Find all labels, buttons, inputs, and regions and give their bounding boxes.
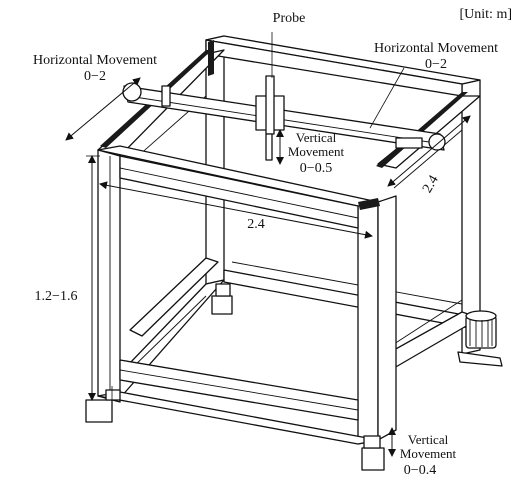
feet xyxy=(85,283,385,471)
front-left-post xyxy=(97,149,121,403)
width-dimension: 2.4 xyxy=(247,217,265,232)
motor xyxy=(457,310,503,367)
dimensions xyxy=(65,67,471,457)
leg-vertical-line2: Movement xyxy=(400,446,457,461)
foot-front-left xyxy=(85,399,113,423)
probe-carriage xyxy=(255,32,285,161)
gantry-left-roller xyxy=(122,82,142,102)
horizontal-left-arrow xyxy=(65,77,141,141)
probe-vertical-line2: Movement xyxy=(288,144,345,159)
probe-tip xyxy=(265,133,273,161)
horizontal-left-range: 0−2 xyxy=(84,69,106,84)
probe-rod xyxy=(265,75,275,135)
front-right-post-side xyxy=(377,195,397,441)
height-dimension: 1.2−1.6 xyxy=(35,289,78,304)
horizontal-right-range: 0−2 xyxy=(425,57,447,72)
horizontal-right-leader xyxy=(369,67,405,129)
foot-front-right xyxy=(361,447,385,471)
depth-dimension: 2.4 xyxy=(420,173,442,196)
width-arrow xyxy=(99,181,373,239)
text-labels: [Unit: m] Probe Horizontal Movement 0−2 … xyxy=(33,7,512,478)
left-brace xyxy=(129,257,219,337)
horizontal-left-title: Horizontal Movement xyxy=(33,53,157,68)
probe-vertical-line1: Vertical xyxy=(296,130,337,145)
probe-vertical-range: 0−0.5 xyxy=(300,161,332,176)
front-right-post xyxy=(357,201,379,445)
leg-vertical-range: 0−0.4 xyxy=(404,463,436,478)
leg-vertical-line1: Vertical xyxy=(408,432,449,447)
gantry-right-roller xyxy=(428,133,446,151)
horizontal-right-title: Horizontal Movement xyxy=(374,41,498,56)
back-left-rail-cap xyxy=(208,40,214,76)
probe-label: Probe xyxy=(273,11,306,26)
foot-back-left xyxy=(211,295,233,315)
depth-arrow xyxy=(387,115,471,187)
unit-label: [Unit: m] xyxy=(460,7,513,22)
